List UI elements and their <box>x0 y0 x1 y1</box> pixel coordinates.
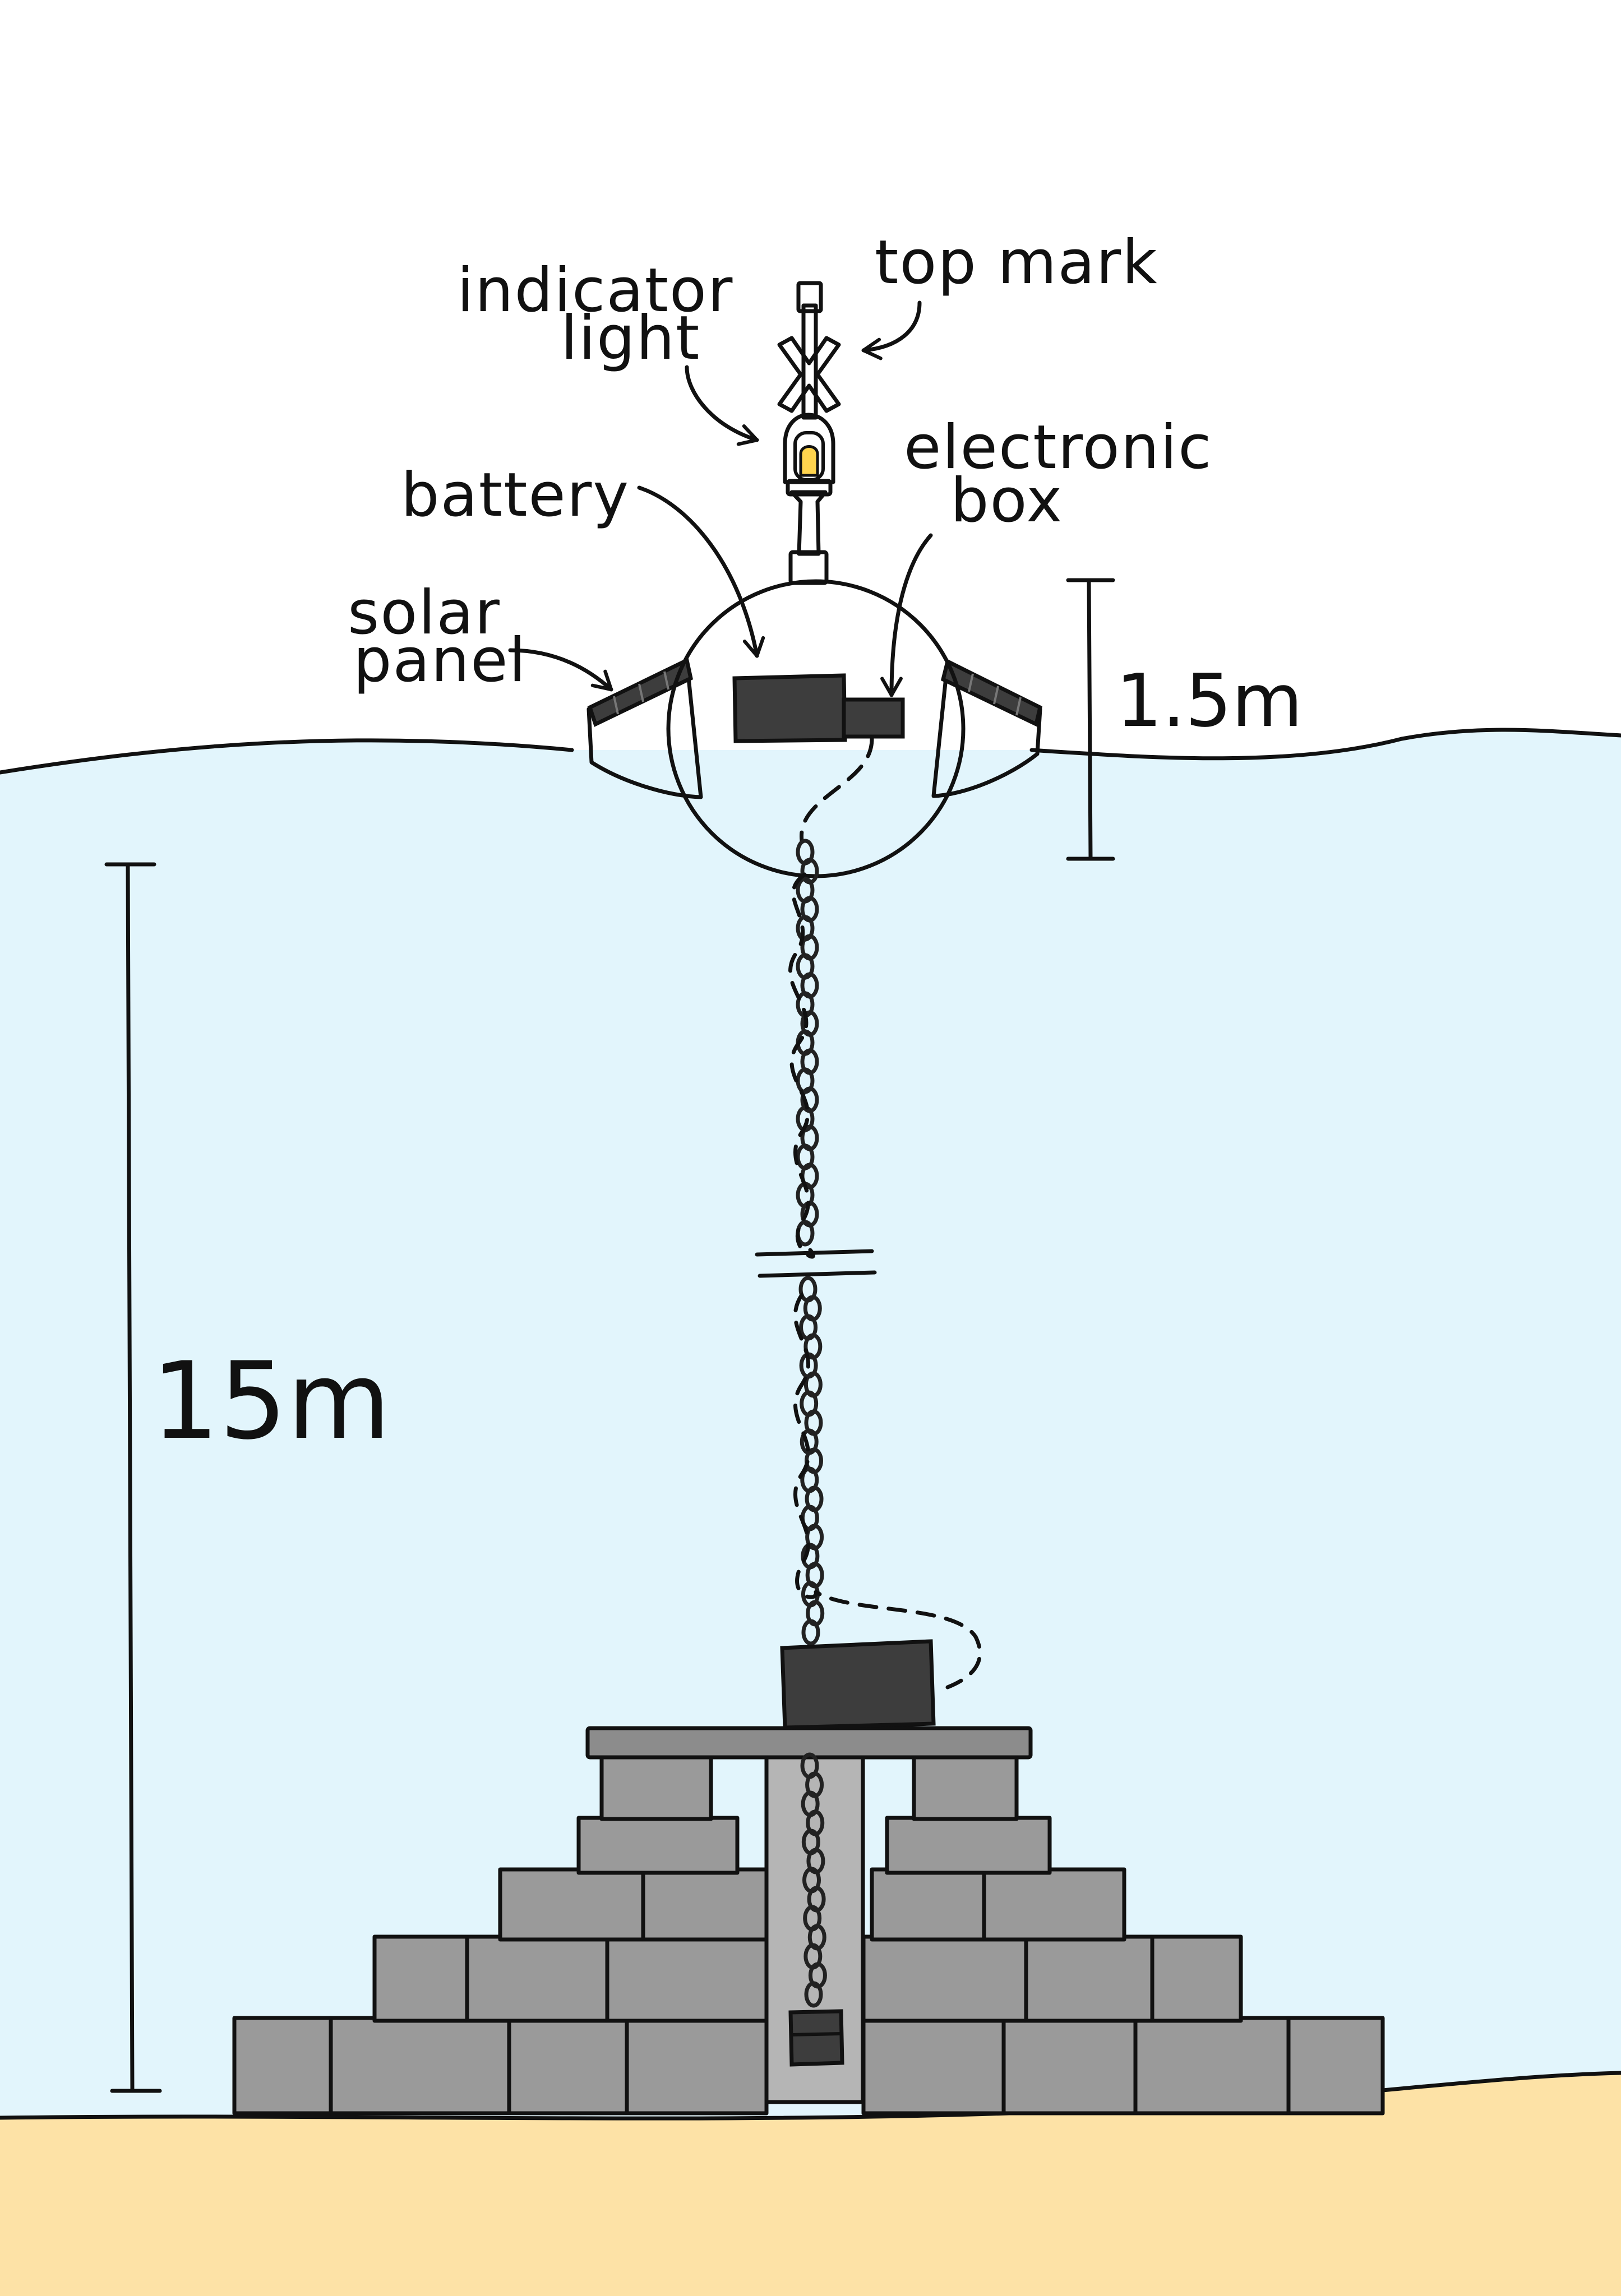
label-indicator-light-line2: light <box>561 303 700 373</box>
arrow-battery <box>637 485 765 658</box>
solar-panel-right-cells <box>968 673 1022 716</box>
dimension-water-depth-label: 15m <box>151 1339 391 1463</box>
mast-stem <box>789 490 828 556</box>
cable-dashed-upper <box>800 737 874 843</box>
sky-background <box>0 0 1621 785</box>
concrete-block <box>507 2016 629 2116</box>
dimension-buoy-height: 1.5m <box>1066 578 1303 861</box>
label-battery: battery <box>401 460 630 530</box>
buoy <box>586 281 1043 878</box>
concrete-block <box>625 2016 769 2116</box>
anchor-chain <box>800 1752 827 2008</box>
concrete-block <box>1150 1934 1243 2023</box>
mooring-sinker-block <box>780 1639 936 1730</box>
top-mark-pole <box>801 303 818 420</box>
label-electronic-box-line1: electronic <box>904 413 1213 483</box>
water-surface-line <box>0 728 1621 775</box>
chain-link <box>801 1619 820 1646</box>
buoy-right-float <box>931 659 1042 798</box>
indicator-light <box>783 413 835 484</box>
arrow-top-mark <box>861 300 922 360</box>
dimension-water-depth: 15m <box>104 862 391 2093</box>
arrow-solar-panel <box>508 648 613 692</box>
top-mark-icon <box>777 336 841 413</box>
anchor-weight <box>788 2009 844 2067</box>
electronic-box <box>842 697 905 739</box>
concrete-block <box>912 1755 1019 1821</box>
concrete-block <box>870 1867 986 1942</box>
concrete-anchor-block-pile <box>232 1755 1385 2116</box>
concrete-block <box>576 1816 740 1875</box>
label-indicator-light-line1: indicator <box>457 256 733 326</box>
label-electronic-box-line2: box <box>950 466 1063 536</box>
concrete-block <box>1133 2016 1291 2116</box>
label-solar-panel-line2: panel <box>353 626 527 696</box>
mooring-chain <box>796 839 825 1646</box>
buoy-left-float <box>586 659 703 799</box>
chain-break-symbol <box>755 1249 877 1278</box>
dimension-buoy-height-label: 1.5m <box>1116 658 1303 743</box>
concrete-block <box>329 2016 511 2116</box>
concrete-block <box>599 1755 713 1821</box>
arrow-electronic-box <box>880 533 933 697</box>
concrete-block <box>1001 2016 1138 2116</box>
chain-link <box>804 1981 823 2008</box>
label-solar-panel-line1: solar <box>348 578 501 648</box>
seabed-line <box>0 2071 1621 2121</box>
solar-panel-left-cells <box>613 671 669 715</box>
concrete-block <box>605 1934 769 2023</box>
concrete-block <box>861 1934 1028 2023</box>
concrete-block <box>641 1867 769 1942</box>
label-top-mark: top mark <box>875 228 1158 298</box>
dimension-water-depth-line <box>104 862 162 2093</box>
indicator-light-bulb <box>799 445 819 477</box>
water-body <box>0 729 1621 2119</box>
concrete-block <box>885 1816 1052 1875</box>
dimension-buoy-height-line <box>1066 578 1115 861</box>
concrete-block <box>1286 2016 1385 2116</box>
concrete-block <box>372 1934 469 2023</box>
cable-dashed-lower <box>788 872 982 1689</box>
battery <box>732 673 847 743</box>
concrete-block <box>1024 1934 1154 2023</box>
arrow-indicator-light <box>685 365 759 446</box>
seabed <box>0 2073 1621 2296</box>
solar-panel-right <box>940 658 1043 728</box>
anchor-weight-band <box>791 2032 842 2036</box>
concrete-block <box>982 1867 1126 1942</box>
concrete-block <box>498 1867 645 1942</box>
top-mark-cap <box>796 281 823 313</box>
concrete-block <box>465 1934 609 2023</box>
concrete-block <box>861 2016 1006 2116</box>
concrete-block <box>232 2016 333 2116</box>
